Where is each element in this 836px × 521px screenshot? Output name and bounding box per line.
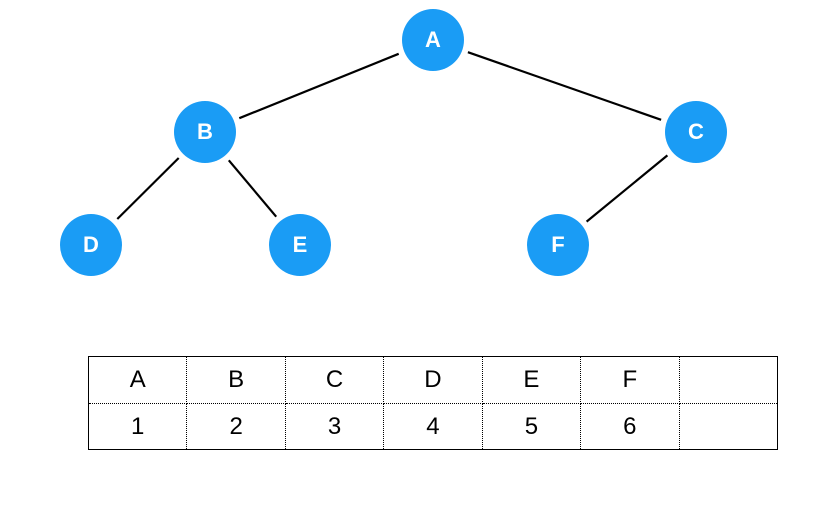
- table-cell-key: C: [284, 356, 385, 404]
- table-cell-index: 2: [186, 403, 286, 450]
- table-cell-index: 6: [580, 403, 680, 450]
- table-cell-index: [678, 403, 779, 450]
- table-cell-key: [678, 356, 779, 404]
- table-cell-index: 1: [87, 403, 188, 450]
- node-label: B: [197, 119, 213, 144]
- node-label: C: [688, 119, 704, 144]
- table-cell-index: 3: [284, 403, 385, 450]
- node-label: D: [83, 232, 99, 257]
- edge-b-d: [116, 157, 180, 220]
- node-circle: [60, 214, 122, 276]
- node-circle: [402, 9, 464, 71]
- node-label: A: [425, 27, 441, 52]
- table-cell-key: A: [87, 356, 188, 404]
- table-cell-key: B: [186, 356, 286, 404]
- node-circle: [665, 101, 727, 163]
- binary-tree-diagram: A B C D E F: [60, 9, 727, 276]
- node-a: A: [402, 9, 464, 71]
- node-b: B: [174, 101, 236, 163]
- edge-b-e: [227, 159, 278, 218]
- table-row-keys: A B C D E F: [87, 356, 779, 404]
- table-cell-index: 5: [481, 403, 582, 450]
- node-label: F: [551, 232, 564, 257]
- tree-edges: [116, 51, 669, 223]
- table-cell-key: F: [580, 356, 680, 404]
- tree-nodes: A B C D E F: [60, 9, 727, 276]
- table-cell-key: E: [481, 356, 582, 404]
- edge-a-c: [467, 51, 662, 121]
- node-d: D: [60, 214, 122, 276]
- table-cell-key: D: [383, 356, 483, 404]
- edge-c-f: [585, 154, 669, 223]
- table-cell-index: 4: [383, 403, 483, 450]
- node-label: E: [293, 232, 308, 257]
- node-circle: [527, 214, 589, 276]
- node-f: F: [527, 214, 589, 276]
- table-row-indices: 1 2 3 4 5 6: [87, 403, 779, 450]
- edge-a-b: [238, 52, 400, 120]
- node-circle: [174, 101, 236, 163]
- node-c: C: [665, 101, 727, 163]
- array-representation-table: A B C D E F 1 2 3 4 5 6: [87, 356, 779, 450]
- node-circle: [269, 214, 331, 276]
- node-e: E: [269, 214, 331, 276]
